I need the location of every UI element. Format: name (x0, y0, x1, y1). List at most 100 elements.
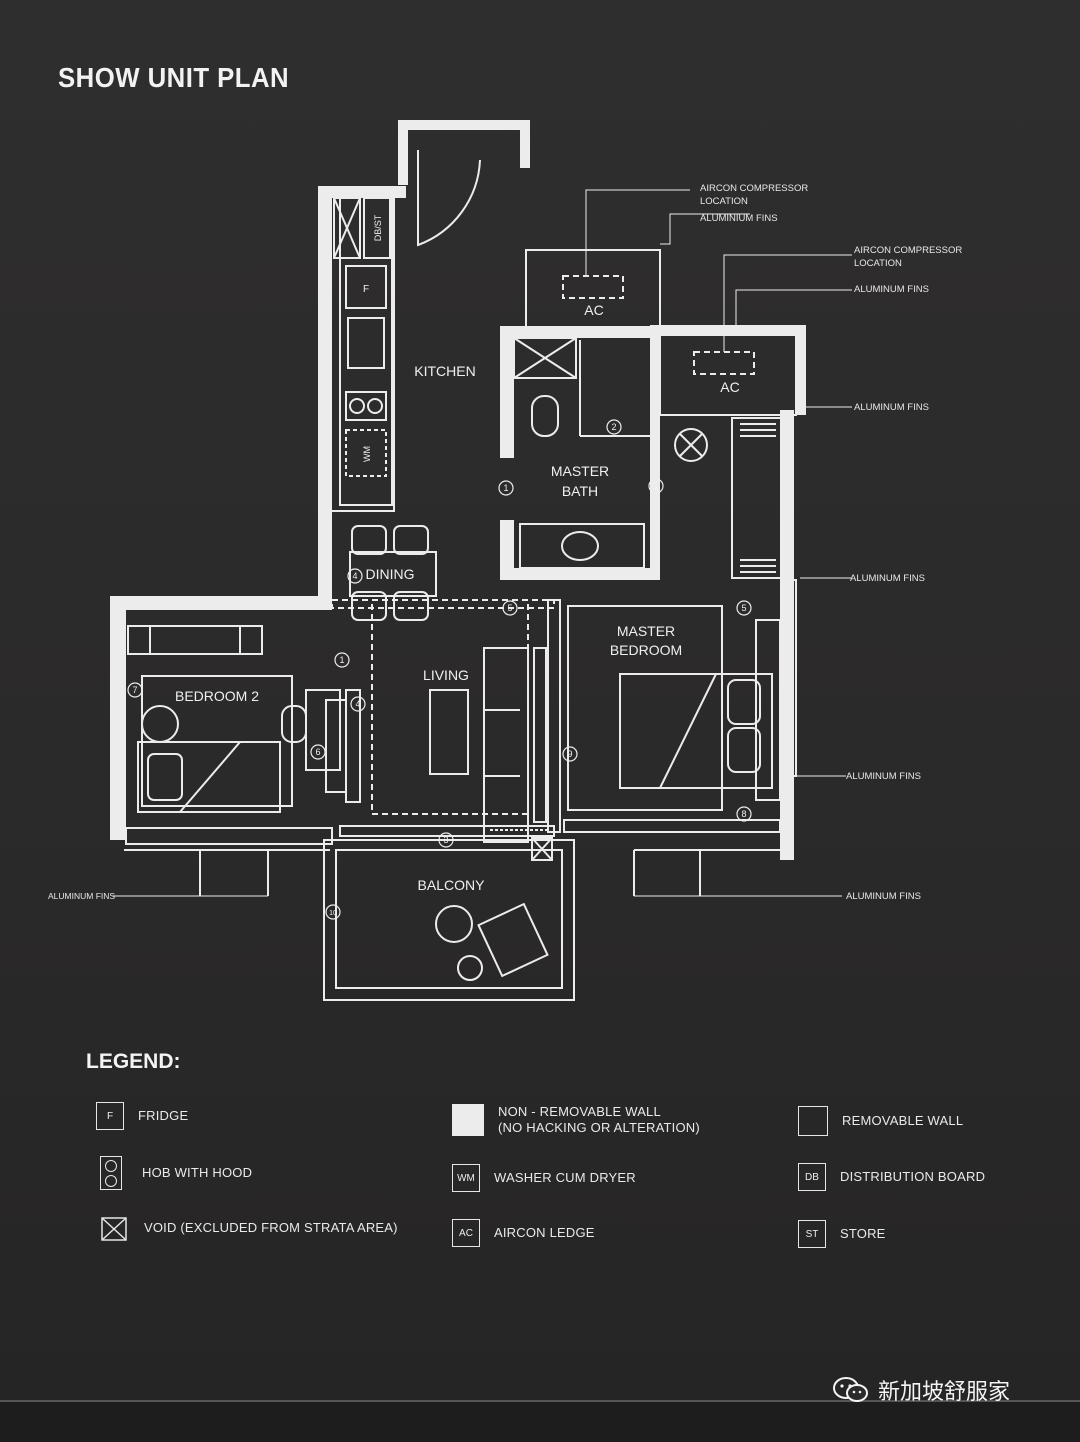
dbst-label: DB/ST (373, 214, 383, 241)
floor-plan: 1 1 1 2 3 4 4 5 5 6 7 8 9 10 KITCHEN MAS… (48, 120, 962, 1001)
page-title: SHOW UNIT PLAN (58, 62, 290, 93)
annotation-compressor-2: AIRCON COMPRESSOR (854, 245, 962, 256)
aircon-icon: AC (452, 1219, 480, 1247)
fan-icon (674, 428, 708, 462)
sofa-back (533, 647, 547, 823)
marker-5: 5 (507, 603, 512, 613)
bath-wall-top (500, 326, 660, 338)
ac-ledge-2 (659, 334, 797, 416)
marker-1: 1 (339, 655, 344, 665)
bedroom2-bed (137, 741, 281, 813)
fridge-label: F (363, 284, 369, 295)
room-label-master-bath-1: MASTER (551, 463, 609, 479)
dining-table (349, 551, 437, 597)
ac-label-2: AC (720, 379, 739, 395)
room-label-master-bedroom-2: BEDROOM (610, 642, 682, 658)
legend-distribution-board: DB DISTRIBUTION BOARD (798, 1163, 985, 1191)
washer-label: WM (362, 446, 372, 462)
room-label-bedroom2: BEDROOM 2 (175, 688, 259, 704)
marker-1: 1 (653, 481, 658, 491)
legend-removable-wall: REMOVABLE WALL (798, 1106, 963, 1136)
legend-aircon-ledge: AC AIRCON LEDGE (452, 1219, 595, 1247)
master-wardrobe (755, 619, 781, 801)
ac-ledge-wall (650, 325, 800, 335)
annotation-compressor-2-location: LOCATION (854, 258, 902, 269)
legend-non-removable-wall-text: NON - REMOVABLE WALL (NO HACKING OR ALTE… (498, 1104, 700, 1135)
room-label-master-bath-2: BATH (562, 483, 598, 499)
bath-wall-right (650, 338, 660, 578)
washer (345, 429, 387, 477)
living-rug (371, 599, 529, 815)
marker-5: 5 (741, 603, 746, 613)
bath-wall-left (500, 326, 514, 458)
bath-bottom-wall (500, 568, 660, 580)
balcony-outline (323, 839, 575, 1001)
removable-wall-swatch-icon (798, 1106, 828, 1136)
legend-distribution-board-text: DISTRIBUTION BOARD (840, 1169, 986, 1184)
chat-bubbles-icon (833, 1377, 868, 1402)
fridge (345, 265, 387, 309)
outer-wall (398, 120, 530, 185)
ac-label-1: AC (584, 302, 603, 318)
master-bed (619, 673, 773, 789)
hob-icon (100, 1156, 122, 1190)
sofa (483, 647, 529, 843)
legend-hob: HOB WITH HOOD (100, 1156, 252, 1190)
room-label-kitchen: KITCHEN (414, 363, 475, 379)
marker-2: 2 (611, 422, 616, 432)
annotation-compressor-1: AIRCON COMPRESSOR (700, 183, 808, 194)
legend-hob-text: HOB WITH HOOD (142, 1165, 253, 1180)
sink (347, 317, 385, 369)
vanity (519, 523, 645, 569)
marker-3: 3 (443, 835, 448, 845)
void-icon (101, 1217, 127, 1241)
yard-rack (731, 417, 783, 579)
legend-aircon-ledge-text: AIRCON LEDGE (494, 1225, 595, 1240)
distribution-board-icon: DB (798, 1163, 826, 1191)
legend-store: ST STORE (798, 1220, 886, 1248)
annotation-fins-left: ALUMINUM FINS (48, 891, 115, 901)
watermark-text: 新加坡舒服家 (878, 1380, 1011, 1405)
bedroom2-wall-left (110, 596, 126, 840)
legend-washer-text: WASHER CUM DRYER (494, 1170, 636, 1185)
marker-1: 1 (503, 483, 508, 493)
marker-4: 4 (352, 571, 357, 581)
marker-7: 7 (132, 685, 137, 695)
legend-non-removable-wall: NON - REMOVABLE WALL (NO HACKING OR ALTE… (452, 1104, 700, 1136)
bath-vanity-wall (500, 520, 514, 580)
legend-fridge: F FRIDGE (96, 1102, 188, 1130)
balcony-chair (477, 902, 549, 978)
annotation-fins-1: ALUMINIUM FINS (700, 213, 778, 224)
fridge-icon: F (96, 1102, 124, 1130)
shower (513, 337, 577, 379)
plan-board (0, 0, 1080, 1400)
room-label-dining: DINING (366, 566, 415, 582)
annotation-fins-4: ALUMINUM FINS (850, 573, 925, 584)
bedroom2-wardrobe (127, 625, 263, 655)
marker-10: 10 (329, 910, 337, 917)
kitchen-wall-left (318, 190, 332, 602)
toilet (531, 395, 559, 437)
room-label-balcony: BALCONY (418, 877, 486, 893)
annotation-fins-6: ALUMINUM FINS (846, 891, 921, 902)
washer-icon: WM (452, 1164, 480, 1192)
legend-fridge-text: FRIDGE (138, 1108, 189, 1123)
dbst-cabinet (363, 197, 391, 259)
ac-ledge-right (796, 325, 806, 415)
annotation-fins-5: ALUMINUM FINS (846, 771, 921, 782)
bedroom2-wall-top (110, 596, 332, 610)
room-label-master-bedroom-1: MASTER (617, 623, 675, 639)
master-bedroom-rug (567, 605, 723, 811)
bedroom2-desk (305, 689, 341, 771)
room-label-living: LIVING (423, 667, 469, 683)
annotation-fins-2: ALUMINUM FINS (854, 284, 929, 295)
marker-4: 4 (355, 699, 360, 709)
board-bottom-edge (0, 1400, 1080, 1442)
entrance-door (417, 150, 481, 247)
solid-wall-swatch-icon (452, 1104, 484, 1136)
ac-ledge-1 (525, 249, 661, 331)
balcony-table (435, 905, 473, 943)
store-icon: ST (798, 1220, 826, 1248)
legend-removable-wall-text: REMOVABLE WALL (842, 1113, 964, 1128)
marker-9: 9 (567, 749, 572, 759)
